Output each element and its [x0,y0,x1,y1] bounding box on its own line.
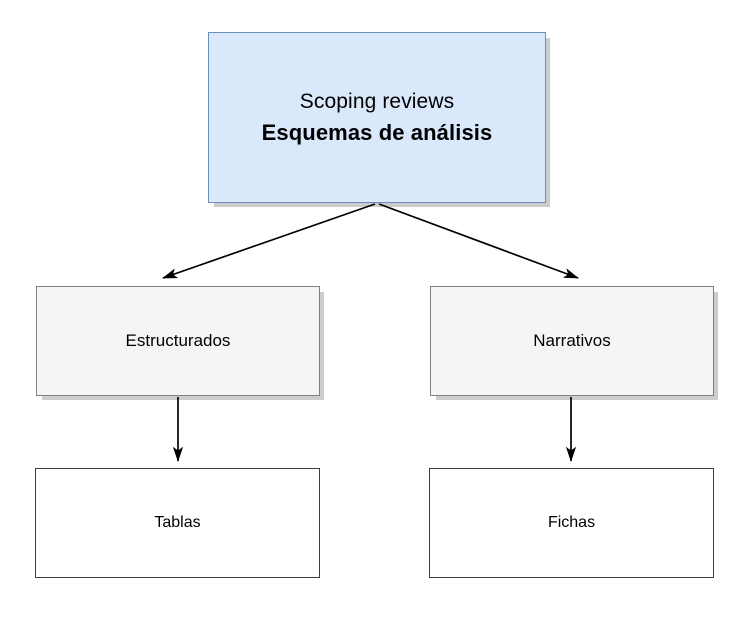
node-root-title: Scoping reviews [299,89,455,113]
node-tablas-label: Tablas [154,514,201,531]
edge-root-to-estructurados [162,203,376,279]
node-estructurados-label: Estructurados [125,331,231,351]
node-fichas[interactable]: Fichas [429,468,714,578]
node-estructurados[interactable]: Estructurados [36,286,320,396]
node-tablas[interactable]: Tablas [35,468,320,578]
node-root[interactable]: Scoping reviews Esquemas de análisis [208,32,546,203]
edge-root-to-narrativos [378,203,579,279]
node-fichas-label: Fichas [547,514,596,531]
node-narrativos[interactable]: Narrativos [430,286,714,396]
node-root-subtitle: Esquemas de análisis [261,119,493,145]
node-narrativos-label: Narrativos [533,331,611,351]
